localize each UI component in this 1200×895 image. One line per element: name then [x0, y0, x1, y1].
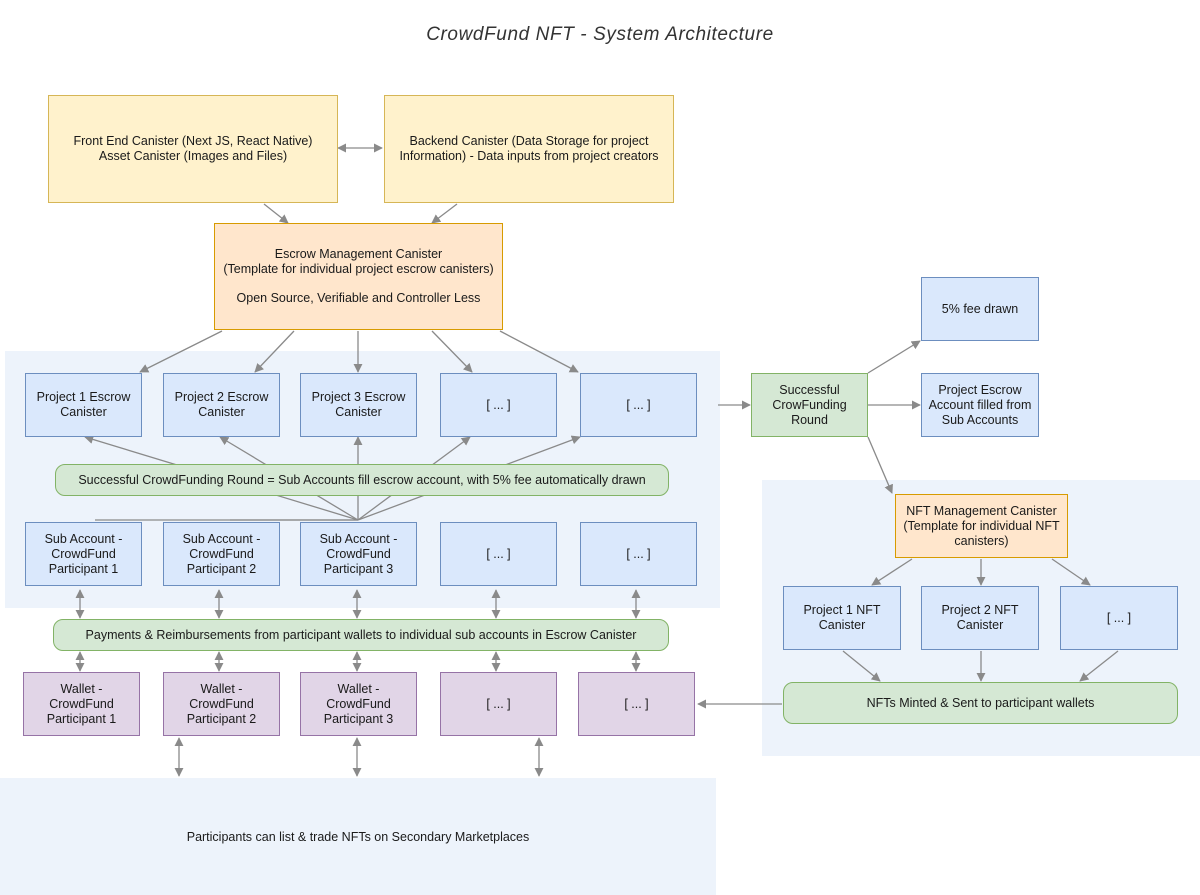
wallet-label: Participant 3 [323, 711, 394, 726]
frontend-line2: Asset Canister (Images and Files) [98, 149, 288, 163]
sub-account-label: Sub Account - [319, 531, 398, 546]
sub-account-2: Sub Account - CrowdFund Participant 2 [163, 522, 280, 586]
nft-canister-1: Project 1 NFT Canister [783, 586, 901, 650]
sub-account-3: Sub Account - CrowdFund Participant 3 [300, 522, 417, 586]
wallet-label: [ ... ] [624, 696, 649, 711]
sub-account-4: [ ... ] [440, 522, 557, 586]
wallet-label: Participant 1 [46, 711, 117, 726]
arrow-backend-escrow [431, 203, 458, 224]
escrow-canister-label: Project 3 Escrow [311, 390, 406, 404]
successful-round-box: Successful CrowFunding Round [751, 373, 868, 437]
nft-canister-2: Project 2 NFT Canister [921, 586, 1039, 650]
sub-account-label: Participant 2 [186, 561, 257, 576]
nft-canister-label: [ ... ] [1106, 610, 1132, 625]
sub-account-label: [ ... ] [626, 546, 651, 561]
wallet-5: [ ... ] [578, 672, 695, 736]
sub-account-1: Sub Account - CrowdFund Participant 1 [25, 522, 142, 586]
wallet-label: [ ... ] [486, 696, 511, 711]
escrow-canister-label: Canister [60, 405, 107, 419]
escrow-canister-3: Project 3 Escrow Canister [300, 373, 417, 437]
nft-canister-label: Project 2 NFT [941, 603, 1019, 617]
project-escrow-filled-label: Project Escrow [938, 382, 1022, 397]
nfts-minted-label: NFTs Minted & Sent to participant wallet… [866, 695, 1095, 710]
frontend-canister: Front End Canister (Next JS, React Nativ… [48, 95, 338, 203]
sub-account-label: Sub Account - [182, 531, 261, 546]
escrow-canister-label: [ ... ] [486, 397, 511, 412]
sub-account-label: [ ... ] [486, 546, 511, 561]
arrow-successful-fee [867, 340, 921, 374]
successful-round-label: CrowFunding [772, 397, 847, 412]
project-escrow-filled-label: Sub Accounts [941, 412, 1019, 427]
sub-account-label: Participant 3 [323, 561, 394, 576]
wallet-1: Wallet - CrowdFund Participant 1 [23, 672, 140, 736]
wallet-label: Wallet - CrowdFund [189, 681, 254, 711]
nft-canister-label: Canister [956, 618, 1004, 632]
backend-line1: Backend Canister (Data Storage for proje… [409, 134, 649, 148]
escrow-canister-5: [ ... ] [580, 373, 697, 437]
arrow-frontend-escrow [263, 203, 289, 224]
nft-canister-3: [ ... ] [1060, 586, 1178, 650]
successful-round-bar-label: Successful CrowdFunding Round = Sub Acco… [78, 472, 646, 487]
backend-line2: Information) - Data inputs from project … [399, 149, 659, 163]
wallet-label: Wallet - CrowdFund [49, 681, 114, 711]
sub-account-label: Participant 1 [48, 561, 119, 576]
escrow-management-canister: Escrow Management Canister (Template for… [214, 223, 503, 330]
successful-round-label: Round [791, 412, 828, 427]
nft-mgmt-label: (Template for individual NFT [903, 518, 1060, 533]
nft-management-canister: NFT Management Canister (Template for in… [895, 494, 1068, 558]
escrow-canister-label: [ ... ] [626, 397, 651, 412]
wallet-3: Wallet - CrowdFund Participant 3 [300, 672, 417, 736]
payments-bar-label: Payments & Reimbursements from participa… [85, 627, 637, 642]
nft-canister-label: Canister [818, 618, 866, 632]
escrow-canister-label: Project 2 Escrow [174, 390, 269, 404]
escrow-mgmt-line3: Open Source, Verifiable and Controller L… [236, 291, 481, 305]
frontend-line1: Front End Canister (Next JS, React Nativ… [73, 134, 313, 148]
secondary-market-label: Participants can list & trade NFTs on Se… [186, 830, 530, 844]
wallet-4: [ ... ] [440, 672, 557, 736]
escrow-canister-2: Project 2 Escrow Canister [163, 373, 280, 437]
escrow-canister-label: Project 1 Escrow [36, 390, 131, 404]
escrow-mgmt-line1: Escrow Management Canister [274, 247, 443, 261]
project-escrow-filled-label: Account filled from [928, 397, 1032, 412]
wallet-label: Wallet - CrowdFund [326, 681, 391, 711]
successful-round-label: Successful [779, 382, 840, 397]
wallet-2: Wallet - CrowdFund Participant 2 [163, 672, 280, 736]
secondary-market-region [0, 778, 716, 895]
sub-account-label: Sub Account - [44, 531, 123, 546]
escrow-canister-1: Project 1 Escrow Canister [25, 373, 142, 437]
fee-drawn-label: 5% fee drawn [941, 301, 1019, 316]
escrow-canister-4: [ ... ] [440, 373, 557, 437]
nft-mgmt-label: NFT Management Canister [906, 503, 1057, 518]
fee-drawn-box: 5% fee drawn [921, 277, 1039, 341]
nft-mgmt-label: canisters) [954, 533, 1009, 548]
payments-bar: Payments & Reimbursements from participa… [53, 619, 669, 651]
backend-canister: Backend Canister (Data Storage for proje… [384, 95, 674, 203]
escrow-canister-label: Canister [335, 405, 382, 419]
nft-canister-label: Project 1 NFT [803, 603, 881, 617]
sub-account-label: CrowdFund [326, 546, 391, 561]
escrow-mgmt-line2: (Template for individual project escrow … [223, 262, 494, 276]
diagram-title: CrowdFund NFT - System Architecture [426, 24, 774, 45]
sub-account-label: CrowdFund [51, 546, 116, 561]
escrow-canister-label: Canister [198, 405, 245, 419]
sub-account-label: CrowdFund [189, 546, 254, 561]
project-escrow-filled-box: Project Escrow Account filled from Sub A… [921, 373, 1039, 437]
sub-account-5: [ ... ] [580, 522, 697, 586]
wallet-label: Participant 2 [186, 711, 257, 726]
nfts-minted-bar: NFTs Minted & Sent to participant wallet… [783, 682, 1178, 724]
successful-round-bar: Successful CrowdFunding Round = Sub Acco… [55, 464, 669, 496]
